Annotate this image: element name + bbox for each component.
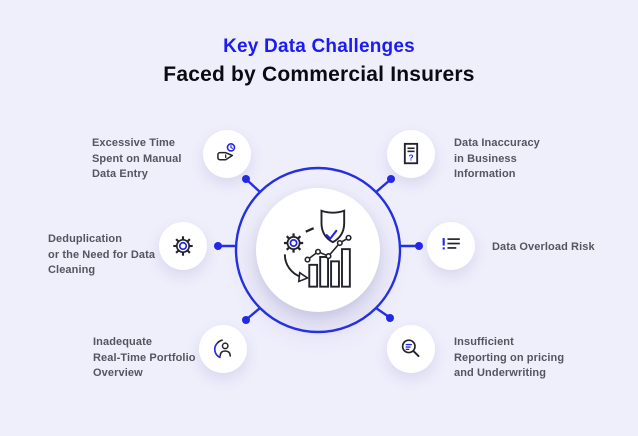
- item-label-deduplication: Deduplication or the Need for Data Clean…: [48, 232, 193, 279]
- item-label-data-inaccuracy: Data Inaccuracy in Business Information: [454, 136, 594, 183]
- page-title-accent: Key Data Challenges: [223, 36, 415, 57]
- label-line: Real-Time Portfolio: [93, 351, 196, 364]
- label-line: Cleaning: [48, 264, 96, 276]
- gear-icon: [173, 236, 193, 256]
- item-disc-portfolio-overview: [199, 325, 247, 373]
- bar-chart-icon: [308, 248, 351, 288]
- label-line: Inadequate: [93, 336, 153, 348]
- gear-shield-bar-chart-illustration: [283, 209, 352, 288]
- dash-shape: [305, 227, 315, 233]
- magnifier-report-icon: [401, 339, 420, 358]
- item-label-insufficient-reporting: Insufficient Reporting on pricing and Un…: [454, 335, 604, 382]
- check-icon: [325, 229, 338, 240]
- page-title-main: Faced by Commercial Insurers: [163, 63, 475, 86]
- label-line: Information: [454, 168, 516, 180]
- document-question-icon: ?: [403, 142, 419, 165]
- label-line: Spent on Manual: [92, 152, 182, 165]
- label-line: and Underwriting: [454, 367, 547, 379]
- label-line: Overview: [93, 367, 143, 379]
- item-disc-insufficient-reporting: [387, 325, 435, 373]
- hand-clock-icon: [217, 143, 236, 161]
- arrow-head: [297, 271, 310, 283]
- label-line: Reporting on pricing: [454, 351, 565, 364]
- label-line: Data Overload Risk: [492, 241, 595, 253]
- item-label-excessive-time: Excessive Time Spent on Manual Data Entr…: [92, 136, 222, 183]
- label-line: or the Need for Data: [48, 248, 156, 261]
- label-line: Data Entry: [92, 168, 149, 180]
- gear-icon: [283, 233, 304, 253]
- list-alert-icon: [442, 238, 460, 250]
- person-refresh-icon: [213, 339, 231, 359]
- item-disc-data-overload: [427, 222, 475, 270]
- label-line: Excessive Time: [92, 137, 176, 149]
- item-disc-data-inaccuracy: ?: [387, 130, 435, 178]
- item-label-portfolio-overview: Inadequate Real-Time Portfolio Overview: [93, 335, 228, 382]
- label-line: in Business: [454, 152, 517, 165]
- label-line: Deduplication: [48, 233, 123, 245]
- item-disc-deduplication: [159, 222, 207, 270]
- item-label-data-overload: Data Overload Risk: [492, 240, 632, 256]
- label-line: Insufficient: [454, 336, 514, 348]
- svg-text:?: ?: [408, 153, 413, 163]
- item-disc-excessive-time: [203, 130, 251, 178]
- label-line: Data Inaccuracy: [454, 137, 540, 149]
- trend-markers: [304, 234, 352, 263]
- shield-icon: [320, 209, 346, 244]
- central-disc: [256, 188, 380, 312]
